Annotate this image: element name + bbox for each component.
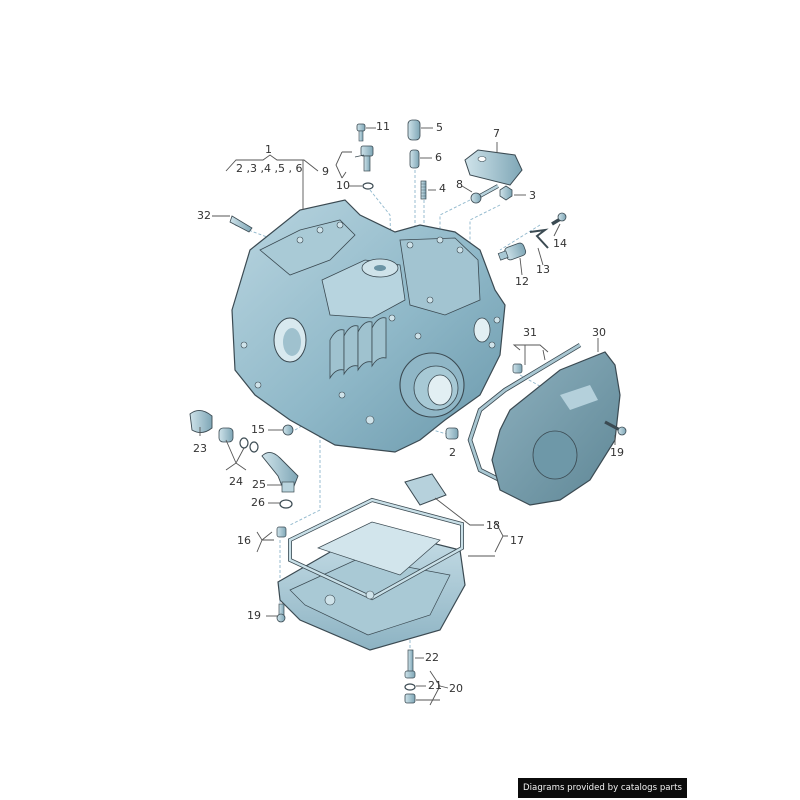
part-8-bolt bbox=[470, 184, 499, 204]
part-17-oil-pan-assembly bbox=[277, 497, 466, 651]
callout-13: 13 bbox=[536, 263, 550, 276]
callout-16: 16 bbox=[237, 534, 251, 547]
part-10-seal-ring bbox=[362, 182, 374, 190]
part-25-fitting bbox=[261, 452, 299, 493]
callout-8: 8 bbox=[456, 178, 463, 191]
callout-3: 3 bbox=[529, 189, 536, 202]
callout-17: 17 bbox=[510, 534, 524, 547]
callout-2: 2 bbox=[449, 446, 456, 459]
part-5-sleeve bbox=[407, 119, 421, 141]
callout-21: 21 bbox=[428, 679, 442, 692]
part-11-bolt bbox=[356, 123, 366, 142]
part-7-bracket bbox=[464, 149, 523, 186]
callout-6: 6 bbox=[435, 151, 442, 164]
part-12-switch bbox=[497, 242, 527, 261]
part-4-stud bbox=[420, 180, 427, 200]
callout-4: 4 bbox=[439, 182, 446, 195]
part-19-bolt-pan bbox=[276, 603, 286, 623]
callout-11: 11 bbox=[376, 120, 390, 133]
part-3-nut bbox=[499, 185, 513, 201]
part-26-o-ring bbox=[279, 499, 293, 509]
callout-26: 26 bbox=[251, 496, 265, 509]
callout-14: 14 bbox=[553, 237, 567, 250]
part-18-filter bbox=[404, 473, 447, 506]
callout-15: 15 bbox=[251, 423, 265, 436]
part-21-seal bbox=[404, 683, 416, 691]
part-2-sleeve bbox=[445, 427, 459, 440]
callout-24: 24 bbox=[229, 475, 243, 488]
callout-1: 1 bbox=[265, 143, 272, 156]
callout-1-subparts: 2 ,3 ,4 ,5 , 6 bbox=[236, 162, 303, 175]
callout-9: 9 bbox=[322, 165, 329, 178]
part-31-gasket bbox=[467, 343, 582, 483]
part-6-pin bbox=[409, 149, 420, 169]
part-23-cap bbox=[189, 410, 213, 433]
callout-22: 22 bbox=[425, 651, 439, 664]
callout-19-pan: 19 bbox=[247, 609, 261, 622]
callout-19-cover: 19 bbox=[610, 446, 624, 459]
part-15-plug bbox=[282, 424, 294, 436]
callout-5: 5 bbox=[436, 121, 443, 134]
callout-32: 32 bbox=[197, 209, 211, 222]
part-14-bolt bbox=[551, 212, 567, 226]
callout-18: 18 bbox=[486, 519, 500, 532]
part-16-sleeve bbox=[276, 526, 287, 538]
part-24-plug-and-rings bbox=[218, 427, 259, 453]
part-22-pipe bbox=[404, 649, 416, 679]
diagram-credit-banner: Diagrams provided by catalogs parts bbox=[518, 778, 687, 798]
leader-lines bbox=[199, 127, 616, 706]
callout-7: 7 bbox=[493, 127, 500, 140]
callout-25: 25 bbox=[252, 478, 266, 491]
callout-20: 20 bbox=[449, 682, 463, 695]
callout-12: 12 bbox=[515, 275, 529, 288]
callout-10: 10 bbox=[336, 179, 350, 192]
callout-31: 31 bbox=[523, 326, 537, 339]
callout-23: 23 bbox=[193, 442, 207, 455]
callout-30: 30 bbox=[592, 326, 606, 339]
part-32-stud bbox=[229, 215, 253, 233]
part-19-bolt-cover bbox=[604, 420, 627, 436]
part-13-clip bbox=[529, 228, 549, 249]
part-30-side-cover bbox=[491, 351, 621, 506]
transmission-housing bbox=[231, 199, 506, 453]
part-9-sensor bbox=[354, 145, 374, 172]
part-20-drain-plug bbox=[404, 693, 416, 704]
